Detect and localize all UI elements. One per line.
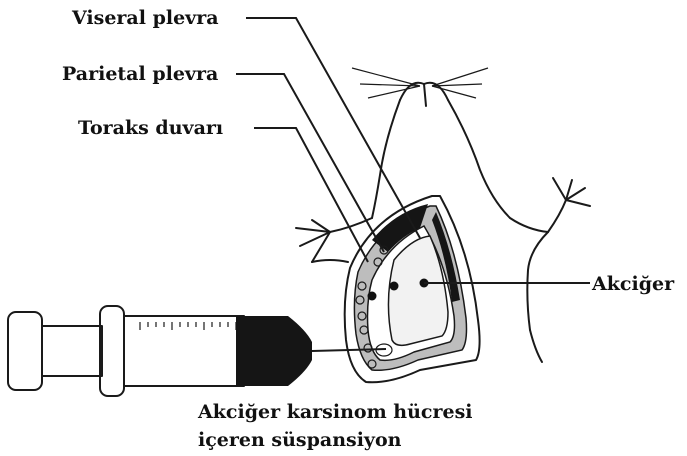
leader-parietal-pleura <box>236 74 384 252</box>
syringe-illustration <box>8 306 386 396</box>
label-lung: Akciğer <box>591 273 675 295</box>
label-suspension-line2: içeren süspansiyon <box>198 429 402 451</box>
label-thoracic-wall: Toraks duvarı <box>78 117 223 139</box>
label-visceral-pleura: Viseral plevra <box>71 7 219 29</box>
syringe-scale <box>140 322 236 330</box>
label-suspension-line1: Akciğer karsinom hücresi <box>197 401 473 423</box>
labels: Viseral plevra Parietal plevra Toraks du… <box>62 7 675 451</box>
label-parietal-pleura: Parietal plevra <box>62 63 218 85</box>
